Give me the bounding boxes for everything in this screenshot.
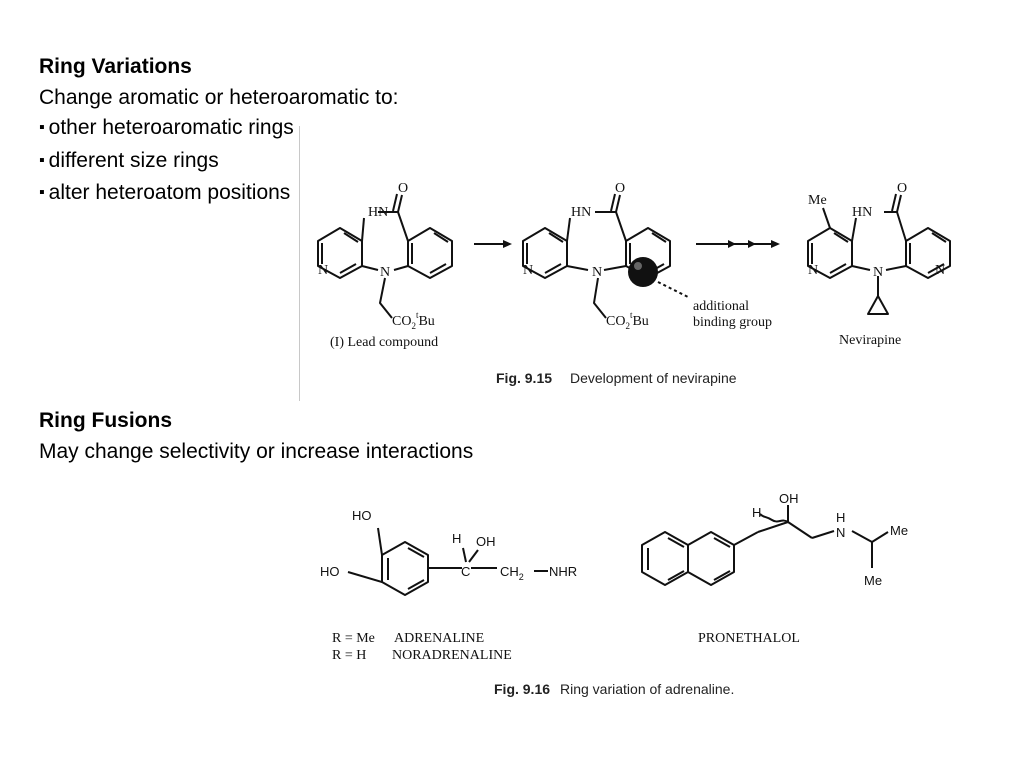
ring-fusions-block: Ring Fusions May change selectivity or i… [39,406,473,467]
oh-label: OH [476,534,496,549]
hn-label: HN [368,205,388,220]
ho-label: HO [352,508,372,523]
bullet-item: other heteroaromatic rings [39,113,399,146]
pronethalol-structure [641,505,889,586]
ring-variations-subtitle: Change aromatic or heteroaromatic to: [39,85,399,109]
ring-fusions-subtitle: May change selectivity or increase inter… [39,439,474,463]
h-label: H [836,510,845,525]
me-label: Me [864,573,882,588]
bullet-item: alter heteroatom positions [39,178,399,211]
figure-number: Fig. 9.15 [496,370,552,386]
amine-n-label: N [380,265,390,280]
ring-variations-block: Ring Variations Change aromatic or heter… [39,52,399,211]
bullet-item: different size rings [39,146,399,179]
figure-caption: Ring variation of adrenaline. [560,681,734,697]
lead-compound-structure [317,193,453,319]
figure-caption: Development of nevirapine [570,370,737,386]
r-h-label: R = H [332,648,366,663]
nevirapine-label: Nevirapine [839,333,901,348]
me-label: Me [890,523,908,538]
pronethalol-label: PRONETHALOL [698,631,800,646]
ring-fusions-heading: Ring Fusions [39,409,172,432]
h-label: H [452,531,461,546]
ester-label: CO2tBu [392,310,435,331]
arrow-head [503,240,512,248]
bullet-text: different size rings [48,148,219,172]
ho-label: HO [320,564,340,579]
ester-label: CO2tBu [606,310,649,331]
pyridine-n-label: N [935,263,945,278]
oh-label: OH [779,491,799,506]
binding-group-ball [628,257,658,287]
intermediate-structure [522,193,691,319]
bullet-text: other heteroaromatic rings [48,116,294,139]
noradrenaline-label: NORADRENALINE [392,648,512,663]
h-label: H [752,505,761,520]
nhr-label: NHR [549,564,577,579]
pyridine-n-label: N [523,263,533,278]
nevirapine-structure [807,193,951,315]
o-label: O [615,181,625,196]
pyridine-n-label: N [808,263,818,278]
divider-line [299,126,300,401]
o-label: O [398,181,408,196]
adrenaline-label: ADRENALINE [394,631,484,646]
o-label: O [897,181,907,196]
bullet-text: alter heteroatom positions [48,181,291,204]
lead-compound-label: (I) Lead compound [330,335,438,350]
amine-n-label: N [873,265,883,280]
n-label: N [836,525,845,540]
hn-label: HN [852,205,872,220]
figure-number: Fig. 9.16 [494,681,550,697]
me-label: Me [808,193,827,208]
ring-variations-heading: Ring Variations [39,55,192,78]
pyridine-n-label: N [318,263,328,278]
binding-group-label: binding group [693,315,772,330]
adrenaline-structure [347,527,548,596]
c-label: C [461,564,470,579]
amine-n-label: N [592,265,602,280]
additional-label: additional [693,299,749,314]
ch2-label: CH2 [500,564,524,582]
hn-label: HN [571,205,591,220]
r-me-label: R = Me [332,631,375,646]
